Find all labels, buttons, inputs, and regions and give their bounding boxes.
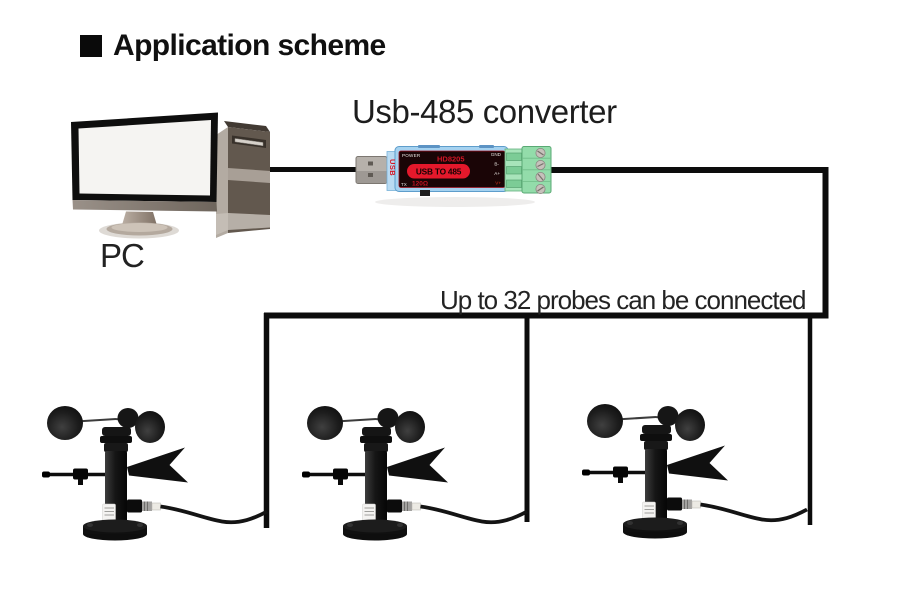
usb485-converter-illustration: USB POWER HD8205 USB TO 485 120Ω TX GND … [355, 145, 552, 207]
device-name-pill [407, 164, 470, 179]
power-label: POWER [402, 153, 421, 158]
bullet-square-icon [80, 35, 102, 57]
device-name: USB TO 485 [416, 166, 462, 176]
resistor-label: 120Ω [412, 181, 428, 188]
wind-sensor-2 [300, 404, 529, 543]
section-title-text: Application scheme [113, 29, 386, 62]
terminal-screws [535, 147, 546, 194]
probes-note: Up to 32 probes can be connected [440, 285, 807, 315]
pin-v: V+ [495, 181, 501, 186]
section-title: Application scheme [80, 29, 386, 63]
wire-converter-to-bus [548, 167, 829, 316]
tx-label: TX [401, 182, 407, 187]
wiring [262, 167, 829, 528]
pc-illustration [71, 112, 270, 239]
monitor-screen [78, 120, 211, 196]
pin-gnd: GND [491, 152, 502, 157]
monitor-bezel [72, 200, 217, 212]
pin-b: B- [494, 162, 499, 167]
pc-label: PC [100, 237, 145, 274]
model-label: HD8205 [437, 155, 465, 164]
pin-a: A+ [494, 171, 500, 176]
wind-sensor-3 [580, 402, 809, 541]
wind-sensor-1 [40, 404, 269, 543]
converter-label: Usb-485 converter [352, 93, 617, 130]
usb-vertical-label: USB [388, 159, 397, 176]
